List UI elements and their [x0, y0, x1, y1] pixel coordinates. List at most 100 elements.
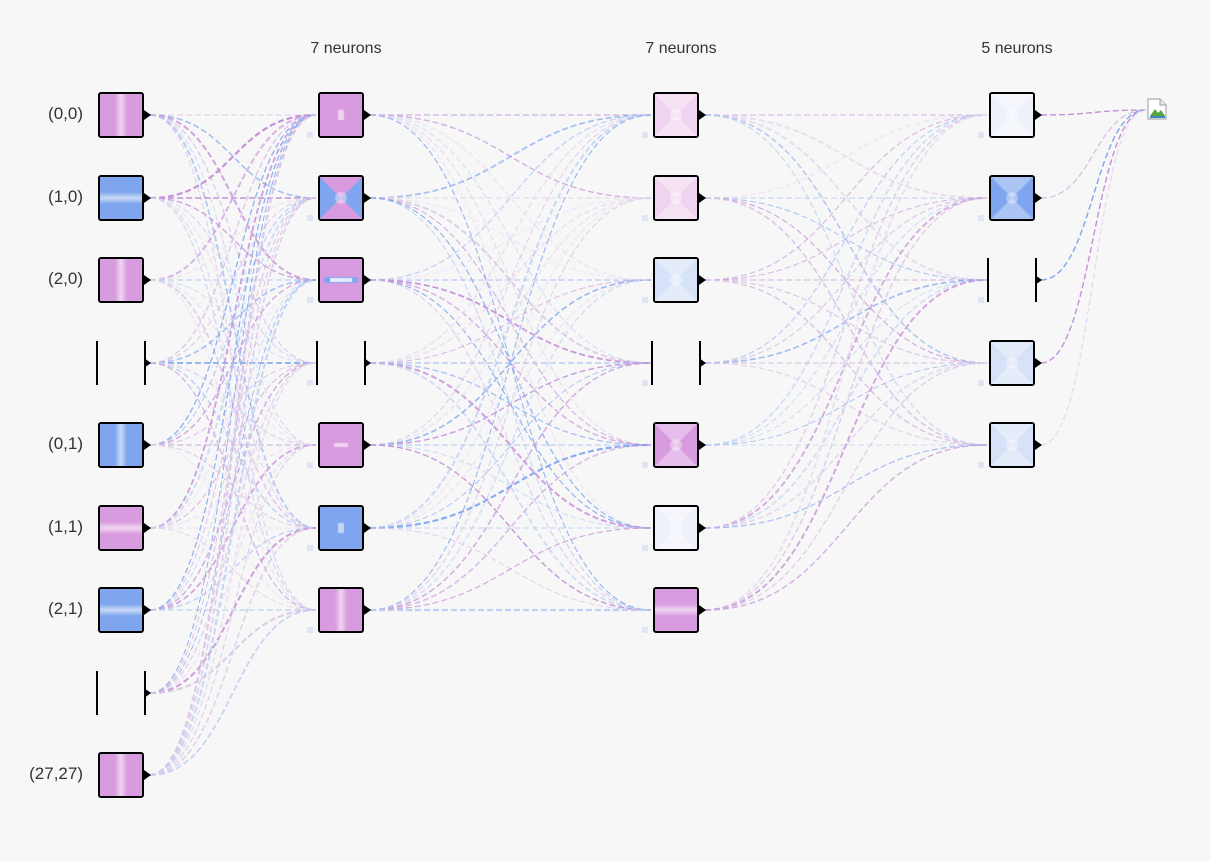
neuron-heatmap [100, 424, 142, 466]
connection-link [149, 444, 317, 776]
layer-3-title: 5 neurons [981, 40, 1053, 57]
connection-link [149, 444, 317, 694]
neuron-node[interactable] [989, 92, 1035, 138]
neuron-node[interactable] [653, 422, 699, 468]
output-arrow-icon [144, 605, 151, 615]
connection-link [704, 279, 988, 446]
input-node[interactable] [98, 422, 144, 468]
connection-link [149, 444, 317, 611]
neuron-heatmap [320, 94, 362, 136]
bias-marker [642, 215, 648, 221]
connection-link [149, 362, 317, 529]
output-arrow-icon [364, 193, 371, 203]
neuron-node[interactable] [653, 587, 699, 633]
neuron-node[interactable] [318, 422, 364, 468]
output-arrow-icon [1035, 110, 1042, 120]
neuron-node[interactable] [653, 505, 699, 551]
neuron-node[interactable] [989, 422, 1035, 468]
bias-marker [642, 462, 648, 468]
connection-link [704, 197, 988, 446]
neuron-heatmap [320, 424, 362, 466]
neuron-heatmap [655, 94, 697, 136]
connection-link [704, 114, 988, 446]
neuron-node[interactable] [653, 92, 699, 138]
bias-marker [978, 132, 984, 138]
connection-link [704, 279, 988, 529]
output-arrow-icon [699, 110, 706, 120]
neuron-heatmap [655, 424, 697, 466]
connection-link [369, 443, 652, 530]
connection-link [704, 279, 988, 611]
neuron-heatmap [320, 177, 362, 219]
output-arrow-icon [1035, 440, 1042, 450]
neuron-heatmap [320, 507, 362, 549]
input-label: (0,1) [48, 434, 83, 453]
input-node[interactable] [98, 587, 144, 633]
connection-link [369, 114, 652, 364]
ellipsis-node [96, 341, 146, 385]
connection-link [704, 197, 988, 364]
neuron-heatmap [100, 259, 142, 301]
connection-link [149, 197, 317, 776]
bias-marker [978, 297, 984, 303]
connection-link [1040, 109, 1147, 364]
connection-link [704, 362, 988, 611]
neuron-node[interactable] [318, 92, 364, 138]
neuron-heatmap [991, 94, 1033, 136]
output-arrow-icon [144, 688, 151, 698]
connection-link [149, 197, 317, 364]
neuron-node[interactable] [653, 257, 699, 303]
output-arrow-icon [144, 193, 151, 203]
output-arrow-icon [364, 110, 371, 120]
bias-marker [978, 380, 984, 386]
connection-link [149, 362, 317, 776]
connection-link [1040, 109, 1147, 281]
connection-link [149, 197, 317, 611]
connection-link [704, 114, 988, 281]
connection-link [149, 279, 317, 694]
bias-marker [307, 627, 313, 633]
input-node[interactable] [98, 752, 144, 798]
connection-link [369, 279, 652, 529]
connection-link [149, 114, 317, 611]
neuron-node[interactable] [318, 175, 364, 221]
connection-link [149, 197, 317, 694]
ellipsis-node [96, 671, 146, 715]
bias-marker [642, 132, 648, 138]
connection-link [149, 444, 317, 611]
neuron-heatmap [100, 507, 142, 549]
input-node[interactable] [98, 92, 144, 138]
bias-marker [307, 132, 313, 138]
neuron-heatmap [655, 177, 697, 219]
connection-link [1040, 109, 1147, 199]
neuron-node[interactable] [989, 175, 1035, 221]
input-node[interactable] [98, 505, 144, 551]
neuron-node[interactable] [653, 175, 699, 221]
neuron-node[interactable] [989, 340, 1035, 386]
input-label: (0,0) [48, 104, 83, 123]
connection-link [704, 114, 988, 529]
bias-marker [978, 215, 984, 221]
output-arrow-icon [699, 358, 706, 368]
neuron-heatmap [655, 589, 697, 631]
layer-2-title: 7 neurons [645, 40, 717, 57]
connection-link [369, 527, 652, 611]
bias-marker [978, 462, 984, 468]
input-node[interactable] [98, 175, 144, 221]
output-arrow-icon [699, 440, 706, 450]
bias-marker [307, 215, 313, 221]
neuron-heatmap [100, 589, 142, 631]
connection-link [369, 279, 652, 529]
connection-link [704, 444, 988, 611]
neuron-node[interactable] [318, 505, 364, 551]
connection-link [369, 197, 652, 281]
neuron-node[interactable] [318, 587, 364, 633]
input-node[interactable] [98, 257, 144, 303]
input-label: (1,1) [48, 517, 83, 536]
neuron-heatmap [320, 259, 362, 301]
connection-link [149, 196, 317, 530]
neuron-node[interactable] [318, 257, 364, 303]
bias-marker [307, 380, 313, 386]
output-arrow-icon [144, 770, 151, 780]
connection-link [704, 114, 988, 364]
